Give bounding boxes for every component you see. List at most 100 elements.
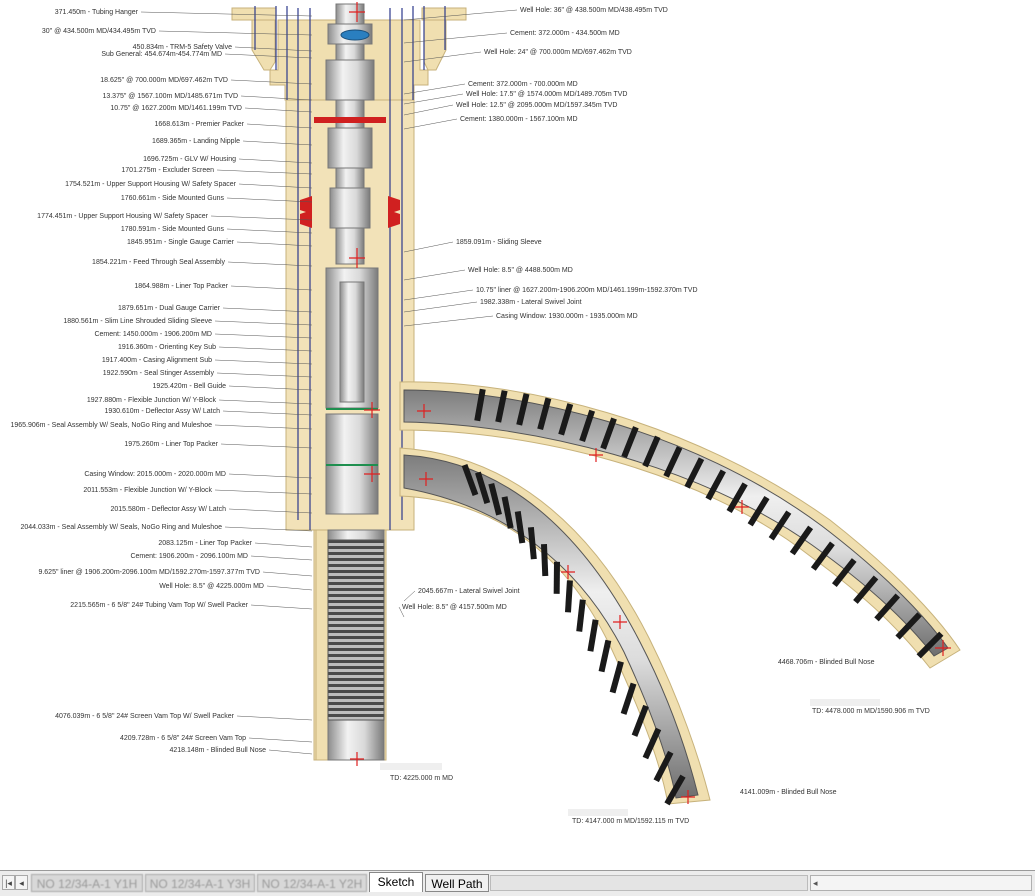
leader-line <box>403 269 466 281</box>
leader-line <box>226 228 313 234</box>
callout-liner-top-packer-3: 2083.125m - Liner Top Packer <box>158 540 252 547</box>
leader-line <box>222 307 313 313</box>
callout-cement-1380: Cement: 1380.000m - 1567.100m MD <box>460 116 578 123</box>
callout-cement-1450: Cement: 1450.000m - 1906.200m MD <box>94 331 212 338</box>
tab-well-path[interactable]: Well Path <box>425 874 489 892</box>
screen-band <box>564 580 573 613</box>
first-sheet-button[interactable]: |◂ <box>2 875 15 890</box>
leader-line <box>268 749 313 755</box>
leader-line <box>210 215 313 221</box>
bottom-callouts: TD: 4225.000 m MD 4468.706m - Blinded Bu… <box>380 659 930 825</box>
screen-band <box>895 612 922 640</box>
screen-band <box>663 446 683 478</box>
callout-tubing-hanger: 371.450m - Tubing Hanger <box>55 9 139 16</box>
tab-sketch[interactable]: Sketch <box>369 872 423 892</box>
tab-y2h[interactable]: NO 12/34-A-1 Y2H <box>257 874 367 892</box>
leader-line <box>262 571 313 577</box>
screen-band <box>832 558 857 587</box>
callout-side-guns-1: 1760.661m - Side Mounted Guns <box>121 195 225 202</box>
callout-bull-nose-lat2: 4141.009m - Blinded Bull Nose <box>740 789 837 796</box>
callout-td-main: TD: 4225.000 m MD <box>390 775 453 782</box>
screen-band <box>587 619 599 652</box>
screen-band <box>705 469 726 501</box>
screen-band <box>768 510 792 541</box>
callout-casing-18: 18.625" @ 700.000m MD/697.462m TVD <box>100 77 228 84</box>
callout-feed-through: 1854.221m - Feed Through Seal Assembly <box>92 259 225 266</box>
screen-band <box>537 397 552 431</box>
callout-casing-10: 10.75" @ 1627.200m MD/1461.199m TVD <box>110 105 242 112</box>
screen-band <box>853 575 879 604</box>
callout-deflector-2: 2015.580m - Deflector Assy W/ Latch <box>110 506 226 513</box>
callout-gauge-carrier: 1845.951m - Single Gauge Carrier <box>127 239 235 246</box>
leader-line <box>403 104 454 116</box>
screen-band <box>474 388 486 422</box>
screen-band <box>576 599 586 632</box>
packer-markers <box>300 117 400 228</box>
callout-cement-372-700: Cement: 372.000m - 700.000m MD <box>468 81 578 88</box>
horizontal-scrollbar[interactable]: ◂ <box>810 875 1032 891</box>
leader-line <box>403 32 508 44</box>
screen-band <box>642 727 662 760</box>
callout-slim-line: 1880.561m - Slim Line Shrouded Sliding S… <box>63 318 212 325</box>
callout-wh-24: Well Hole: 24" @ 700.000m MD/697.462m TV… <box>484 49 632 56</box>
screen-band <box>488 482 502 516</box>
leader-line <box>214 359 313 365</box>
leader-line <box>214 424 313 430</box>
callout-flex-junction-2: 2011.553m - Flexible Junction W/ Y-Block <box>83 487 212 494</box>
leader-line <box>403 590 416 602</box>
callout-wh-36: Well Hole: 36" @ 438.500m MD/438.495m TV… <box>520 7 668 14</box>
screen-band <box>642 435 661 468</box>
prev-sheet-button[interactable]: ◂ <box>15 875 28 890</box>
leader-line <box>236 715 313 721</box>
callout-flex-junction-1: 1927.880m - Flexible Junction W/ Y-Block <box>87 397 217 404</box>
screen-band <box>621 426 639 459</box>
callout-td-lat1: TD: 4478.000 m MD/1590.906 m TVD <box>812 708 930 715</box>
sheet-tab-bar: |◂ ◂ NO 12/34-A-1 Y1H NO 12/34-A-1 Y3H N… <box>0 870 1035 896</box>
callout-screen-vam-swell: 4076.039m - 6 5/8" 24# Screen Vam Top W/… <box>55 713 235 720</box>
callout-well-hole-85-4225: Well Hole: 8.5" @ 4225.000m MD <box>159 583 264 590</box>
screen-band <box>684 457 705 489</box>
callout-wh-175: Well Hole: 17.5" @ 1574.000m MD/1489.705… <box>466 91 627 98</box>
leader-line <box>238 183 313 189</box>
leader-line <box>240 95 313 101</box>
callout-liner-top-packer-1: 1864.988m - Liner Top Packer <box>134 283 228 290</box>
callout-dual-gauge: 1879.651m - Dual Gauge Carrier <box>118 305 221 312</box>
screen-band <box>916 631 944 659</box>
callout-lateral-swivel-1: 1982.338m - Lateral Swivel Joint <box>480 299 582 306</box>
scroll-left-icon[interactable]: ◂ <box>813 878 818 888</box>
screen-band <box>664 774 686 806</box>
leader-line <box>214 333 313 339</box>
screen-band <box>475 471 491 504</box>
depth-markers <box>349 2 951 804</box>
screen-band <box>501 496 514 529</box>
callout-seal-assembly-2: 2044.033m - Seal Assembly W/ Seals, NoGo… <box>20 524 222 531</box>
screen-band <box>600 417 617 450</box>
screen-band <box>540 543 549 577</box>
leader-line <box>140 11 313 17</box>
screen-band <box>553 561 560 594</box>
leader-line <box>403 301 478 313</box>
callout-cement-1906: Cement: 1906.200m - 2096.100m MD <box>130 553 248 560</box>
tab-y1h[interactable]: NO 12/34-A-1 Y1H <box>31 874 143 892</box>
tab-y3h[interactable]: NO 12/34-A-1 Y3H <box>145 874 255 892</box>
screen-band <box>789 525 814 556</box>
leader-line <box>403 93 464 105</box>
leader-line <box>216 372 313 378</box>
callout-bell-guide: 1925.420m - Bell Guide <box>152 383 226 390</box>
leader-line <box>228 473 313 479</box>
tab-scroll-track[interactable] <box>490 875 808 891</box>
leader-line <box>226 197 313 203</box>
leader-line <box>250 604 313 610</box>
lateral-lower <box>399 447 711 806</box>
callout-seal-stinger: 1922.590m - Seal Stinger Assembly <box>103 370 215 377</box>
callout-orienting-key: 1916.360m - Orienting Key Sub <box>118 344 216 351</box>
callout-cement-372-434: Cement: 372.000m - 434.500m MD <box>510 30 620 37</box>
callout-liner-1075: 10.75" liner @ 1627.200m-1906.200m MD/14… <box>476 287 698 294</box>
main-screen-section <box>327 539 385 721</box>
leader-line <box>254 542 313 548</box>
leader-line <box>403 83 466 95</box>
callout-sub-general: Sub General: 454.674m-454.774m MD <box>101 51 222 58</box>
callout-seal-assembly-1: 1965.906m - Seal Assembly W/ Seals, NoGo… <box>10 422 212 429</box>
leader-line <box>234 46 313 52</box>
screen-band <box>527 526 537 560</box>
